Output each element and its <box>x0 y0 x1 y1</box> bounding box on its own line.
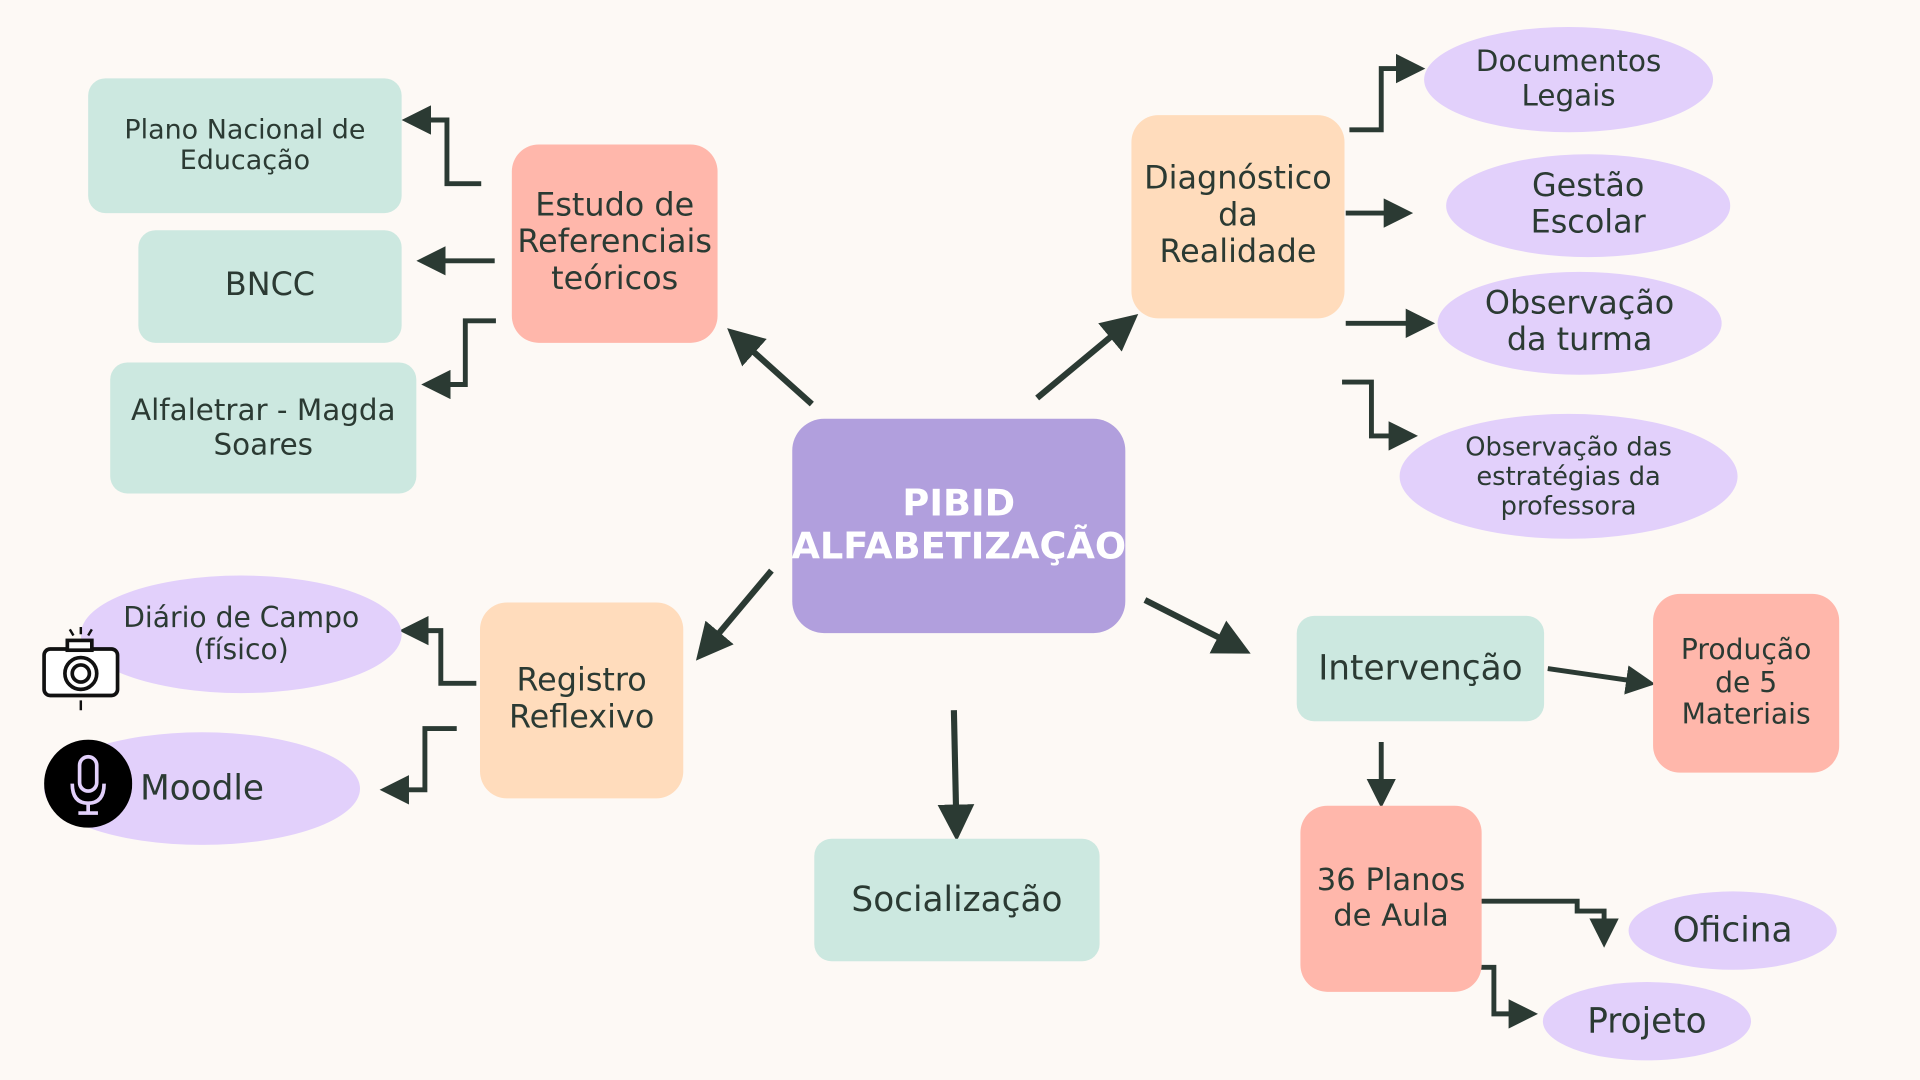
diario-campo-node: Diário de Campo (físico) <box>80 575 402 694</box>
arrow-to-intervencao <box>1143 597 1251 654</box>
arrow-to-projeto <box>1479 964 1538 1029</box>
pne-node: Plano Nacional de Educação <box>88 78 402 214</box>
documentos-legais-node: Documentos Legais <box>1424 26 1714 133</box>
arrow-to-alfaletrar <box>421 318 496 400</box>
arrow-to-socializacao <box>937 710 975 842</box>
arrow-to-documentos <box>1349 53 1426 133</box>
arrow-to-observacao-professora <box>1342 379 1418 451</box>
arrow-to-registro <box>695 568 774 661</box>
observacao-turma-node: Observação da turma <box>1437 271 1722 375</box>
gestao-escolar-node: Gestão Escolar <box>1446 154 1731 258</box>
registro-node: Registro Reflexivo <box>480 602 684 799</box>
materiais-node: Produção de 5 Materiais <box>1653 593 1840 773</box>
arrow-to-diagnostico <box>1035 313 1139 401</box>
referencias-node: Estudo de Referenciais teóricos <box>511 144 718 343</box>
intervencao-node: Intervenção <box>1296 615 1545 722</box>
microphone-icon <box>44 739 133 833</box>
arrow-to-pne <box>401 105 482 187</box>
oficina-node: Oficina <box>1628 891 1837 970</box>
arrow-to-oficina <box>1479 898 1619 948</box>
alfaletrar-node: Alfaletrar - Magda Soares <box>110 362 417 494</box>
arrow-to-diario <box>399 615 477 686</box>
planos-aula-node: 36 Planos de Aula <box>1300 805 1482 992</box>
socializacao-node: Socialização <box>814 838 1100 962</box>
bncc-node: BNCC <box>138 230 402 343</box>
arrow-to-materiais <box>1547 665 1656 695</box>
central-node: PIBID ALFABETIZAÇÃO <box>791 418 1126 634</box>
arrow-to-moodle <box>379 726 457 805</box>
projeto-node: Projeto <box>1542 982 1752 1061</box>
arrow-to-referencias <box>727 328 814 407</box>
diagnostico-node: Diagnóstico da Realidade <box>1131 115 1345 319</box>
camera-icon <box>40 624 121 717</box>
observacao-professora-node: Observação das estratégias da professora <box>1399 413 1738 539</box>
